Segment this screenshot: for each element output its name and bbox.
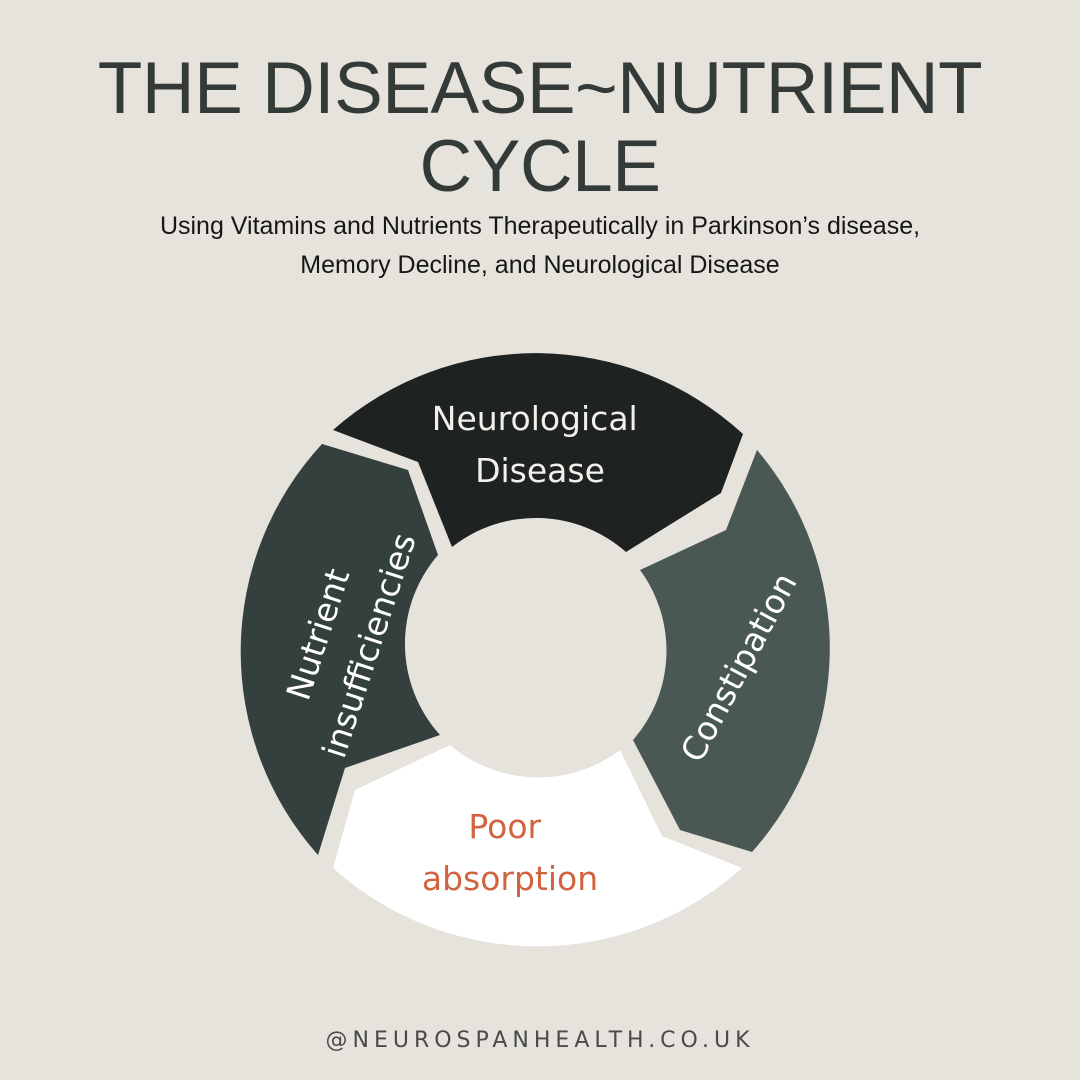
segment-neurological-disease-label: Neurological Disease — [432, 399, 648, 490]
page-title: THE DISEASE~NUTRIENT CYCLE — [0, 50, 1080, 206]
segment-poor-absorption-label: Poor absorption — [422, 807, 598, 898]
segment-poor-absorption: Poor absorption — [333, 745, 742, 947]
subtitle-line-2: Memory Decline, and Neurological Disease — [300, 251, 780, 279]
segment-constipation: Constipation — [633, 450, 830, 852]
label-absorption: absorption — [422, 859, 598, 898]
subtitle-line-1: Using Vitamins and Nutrients Therapeutic… — [159, 212, 921, 240]
segment-neurological-disease-shape — [333, 353, 743, 552]
title-line-2: CYCLE — [419, 126, 661, 207]
segment-neurological-disease: Neurological Disease — [333, 353, 743, 552]
label-disease: Disease — [475, 451, 605, 490]
page-subtitle: Using Vitamins and Nutrients Therapeutic… — [0, 207, 1080, 285]
segment-nutrient-insufficiencies: Nutrient insufficiencies — [240, 444, 440, 855]
segment-nutrient-insufficiencies-shape — [240, 444, 440, 855]
label-neurological: Neurological — [432, 399, 638, 438]
label-poor: Poor — [468, 807, 541, 846]
segment-poor-absorption-shape — [333, 745, 742, 947]
footer-handle: @NEUROSPANHEALTH.CO.UK — [325, 1028, 755, 1053]
title-line-1: THE DISEASE~NUTRIENT — [97, 48, 983, 129]
segment-constipation-shape — [633, 450, 830, 852]
